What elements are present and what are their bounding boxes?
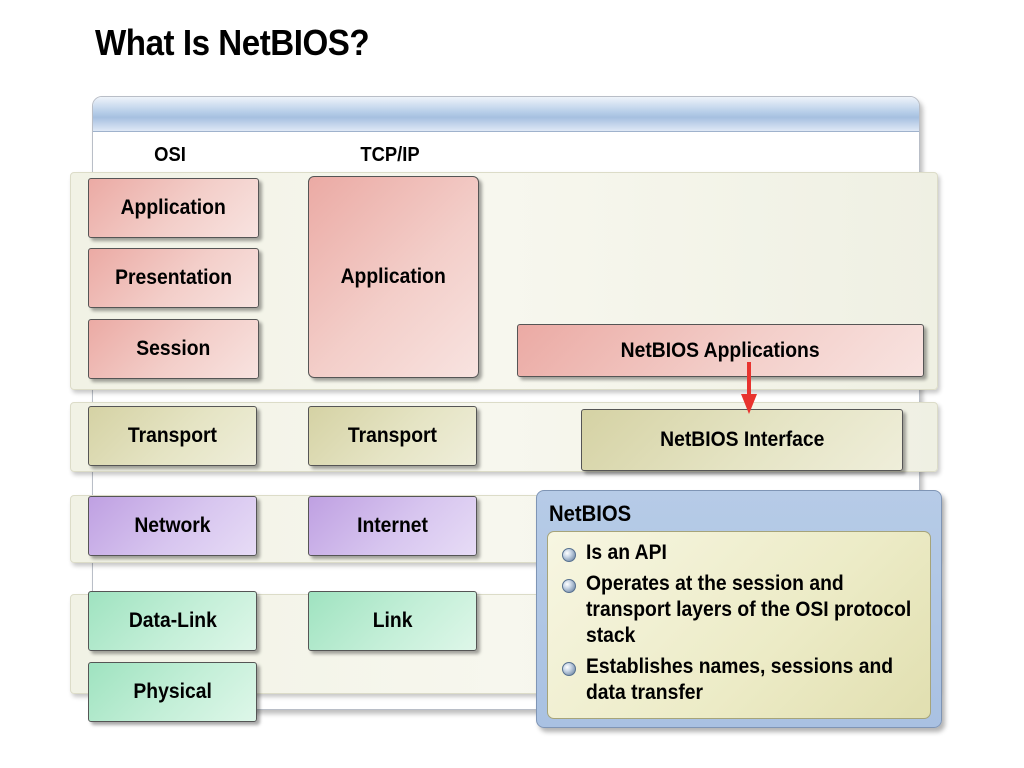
list-item: Establishes names, sessions and data tra… [560, 654, 916, 706]
osi-column-header: OSI [154, 144, 186, 166]
callout-title: NetBIOS [549, 501, 632, 526]
bullet-text: Is an API [586, 541, 667, 564]
osi-application-label: Application [120, 196, 227, 219]
netbios-interface-box: NetBIOS Interface [581, 409, 903, 471]
osi-physical-label: Physical [133, 680, 212, 703]
down-arrow-icon [741, 362, 757, 414]
bullet-text: Operates at the session and transport la… [586, 572, 912, 647]
page-title: What Is NetBIOS? [95, 22, 370, 63]
netbios-callout: NetBIOS Is an API Operates at the sessio… [536, 490, 942, 728]
bullet-icon [562, 548, 576, 562]
bullet-icon [562, 662, 576, 676]
osi-application-layer: Application [88, 178, 259, 238]
tcpip-application-label: Application [340, 265, 447, 288]
netbios-applications-box: NetBIOS Applications [517, 324, 924, 377]
osi-network-label: Network [134, 514, 211, 537]
netbios-applications-label: NetBIOS Applications [621, 338, 820, 362]
tcpip-transport-label: Transport [347, 424, 438, 447]
tcpip-internet-layer: Internet [308, 496, 477, 556]
callout-bullet-list: Is an API Operates at the session and tr… [560, 540, 916, 711]
osi-transport-layer: Transport [88, 406, 257, 466]
tcpip-internet-label: Internet [357, 514, 428, 537]
callout-body: Is an API Operates at the session and tr… [547, 531, 931, 719]
netbios-interface-label: NetBIOS Interface [659, 428, 825, 451]
osi-physical-layer: Physical [88, 662, 257, 722]
osi-data-link-label: Data-Link [128, 609, 217, 632]
osi-data-link-layer: Data-Link [88, 591, 257, 651]
osi-session-label: Session [136, 337, 211, 360]
osi-network-layer: Network [88, 496, 257, 556]
osi-presentation-layer: Presentation [88, 248, 259, 308]
tcpip-link-layer: Link [308, 591, 477, 651]
frame-header-bar [93, 97, 919, 132]
osi-transport-label: Transport [127, 424, 218, 447]
tcpip-column-header: TCP/IP [360, 144, 420, 166]
tcpip-transport-layer: Transport [308, 406, 477, 466]
osi-session-layer: Session [88, 319, 259, 379]
list-item: Operates at the session and transport la… [560, 571, 916, 649]
osi-presentation-label: Presentation [114, 266, 233, 289]
bullet-text: Establishes names, sessions and data tra… [586, 655, 894, 704]
tcpip-link-label: Link [372, 609, 413, 632]
bullet-icon [562, 579, 576, 593]
list-item: Is an API [560, 540, 916, 566]
tcpip-application-layer: Application [308, 176, 479, 378]
